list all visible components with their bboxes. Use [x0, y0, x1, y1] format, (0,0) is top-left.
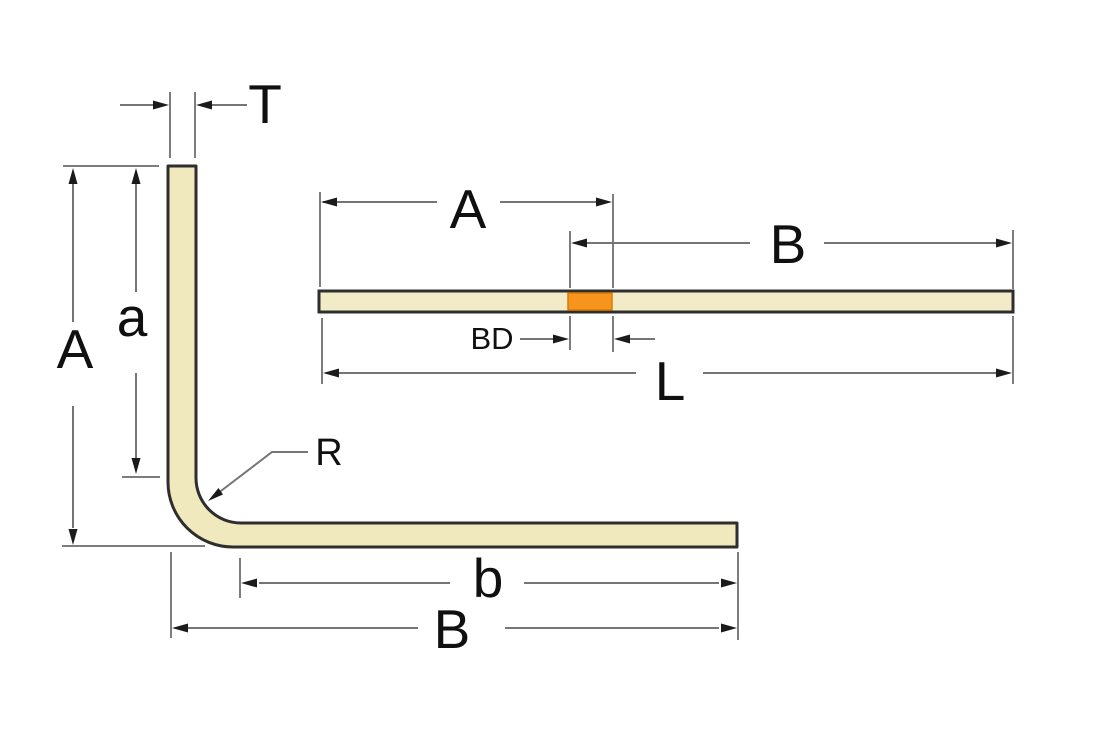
arrowhead-thickness-left [153, 100, 169, 110]
arrowhead-A-flat-right [596, 197, 612, 207]
arrowhead-A-bottom [68, 529, 78, 545]
label-inner-flange-a: a [117, 286, 148, 348]
dimension-labels: T A a R b B A B BD L [57, 73, 807, 660]
arrowhead-thickness-right [196, 100, 212, 110]
label-flat-flange-A: A [450, 178, 487, 240]
label-outer-flange-A: A [57, 318, 94, 380]
part-cross-section [166, 164, 739, 549]
extension-lines [62, 92, 1014, 640]
radius-leader-line [212, 451, 308, 498]
arrowhead-b-left [241, 578, 257, 588]
label-bend-deduction-BD: BD [470, 321, 513, 356]
arrowhead-radius-leader [208, 488, 223, 501]
arrowhead-B-base-left [172, 623, 188, 633]
label-thickness-T: T [248, 73, 282, 135]
arrowhead-L-right [996, 368, 1012, 378]
label-flat-length-L: L [655, 350, 686, 412]
bent-part-view [166, 164, 739, 549]
arrowhead-a-top [131, 168, 141, 184]
arrowhead-B-base-right [721, 623, 737, 633]
label-inner-base-b: b [473, 547, 504, 609]
arrowhead-A-flat-left [321, 197, 337, 207]
dimension-lines [72, 104, 1008, 629]
arrowhead-L-left [323, 368, 339, 378]
arrowhead-b-right [721, 578, 737, 588]
arrowhead-a-bottom [131, 458, 141, 474]
flat-pattern-view [317, 289, 1015, 314]
label-flat-flange-B: B [770, 213, 807, 275]
label-outer-base-B: B [434, 598, 471, 660]
label-bend-radius-R: R [315, 432, 342, 474]
arrowhead-BD-left [553, 334, 569, 344]
arrowhead-BD-right [614, 334, 630, 344]
arrowhead-B-flat-right [996, 238, 1012, 248]
arrowhead-A-top [68, 168, 78, 184]
arrowhead-B-flat-left [571, 238, 587, 248]
flat-pattern-strip [317, 289, 1015, 314]
arrowheads [68, 100, 1012, 633]
bend-allowance-zone [567, 292, 613, 311]
